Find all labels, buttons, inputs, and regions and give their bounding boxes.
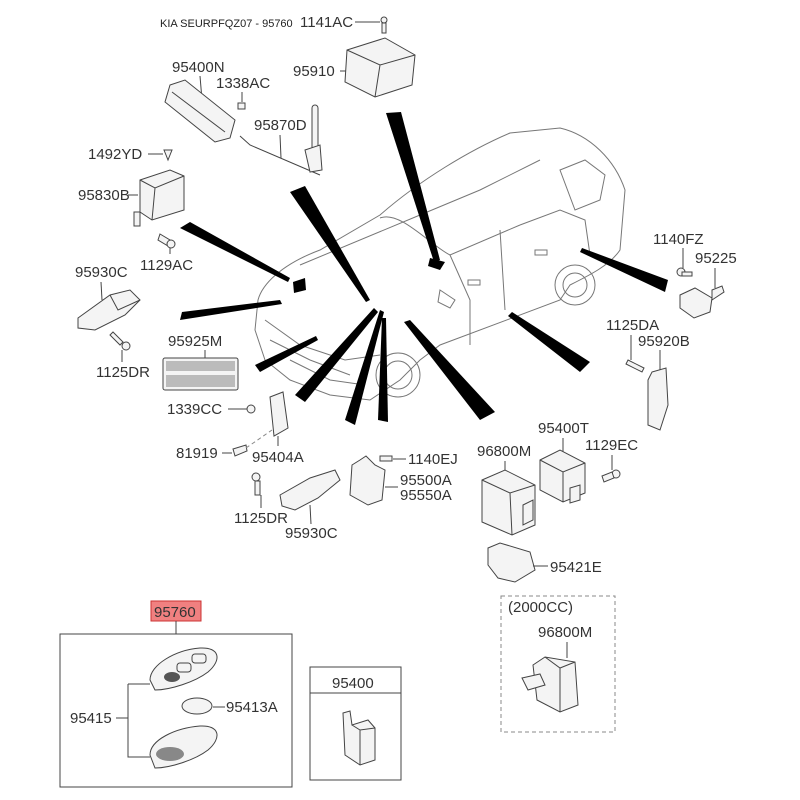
- pointer-wedge: [386, 112, 440, 262]
- svg-text:95500A: 95500A: [400, 472, 452, 489]
- svg-text:95760: 95760: [154, 604, 196, 621]
- svg-text:96800M: 96800M: [477, 443, 531, 460]
- sensor-marker: [293, 278, 306, 293]
- svg-text:95400N: 95400N: [172, 59, 225, 76]
- svg-text:1492YD: 1492YD: [88, 146, 142, 163]
- part-95830B[interactable]: 95830B: [78, 169, 185, 227]
- part-1492YD[interactable]: 1492YD: [88, 146, 173, 163]
- svg-text:(2000CC): (2000CC): [508, 599, 573, 616]
- part-95870D[interactable]: 95870D: [239, 104, 323, 176]
- part-96800M[interactable]: 96800M: [477, 443, 536, 536]
- part-1129AC[interactable]: 1129AC: [140, 233, 193, 274]
- dashed-frame: [500, 595, 616, 733]
- svg-text:81919: 81919: [176, 445, 218, 462]
- svg-text:95870D: 95870D: [254, 117, 307, 134]
- svg-text:1129AC: 1129AC: [140, 257, 193, 274]
- svg-text:96800M: 96800M: [538, 624, 592, 641]
- vehicle-outline: [254, 127, 626, 401]
- svg-text:1125DR: 1125DR: [234, 510, 288, 527]
- part-1125DR-left[interactable]: 1125DR: [96, 331, 150, 381]
- pointer-wedge: [404, 320, 495, 420]
- diagram-title: KIA SEURPFQZ07 - 95760: [160, 18, 293, 30]
- airbag-module-marker: [428, 258, 445, 270]
- svg-text:1129EC: 1129EC: [585, 437, 638, 454]
- svg-text:95930C: 95930C: [75, 264, 128, 281]
- svg-text:1140FZ: 1140FZ: [653, 231, 704, 248]
- pointer-wedge: [180, 222, 290, 282]
- location-pointers: [180, 112, 668, 425]
- svg-text:95404A: 95404A: [252, 449, 304, 466]
- variant-2000cc[interactable]: (2000CC) 96800M: [500, 595, 616, 733]
- part-95925M[interactable]: 95925M: [162, 333, 239, 391]
- svg-text:95413A: 95413A: [226, 699, 278, 716]
- svg-text:95830B: 95830B: [78, 187, 130, 204]
- part-95920B[interactable]: 95920B: [638, 333, 690, 431]
- svg-text:95400: 95400: [332, 675, 374, 692]
- coin-battery: [181, 697, 213, 715]
- part-95930C-left[interactable]: 95930C: [75, 264, 141, 331]
- svg-text:1338AC: 1338AC: [216, 75, 270, 92]
- part-95400N[interactable]: 95400N: [164, 59, 236, 143]
- pointer-wedge: [580, 248, 668, 292]
- svg-text:95910: 95910: [293, 63, 335, 80]
- part-95500A[interactable]: 95500A 95550A: [349, 455, 452, 506]
- part-1129EC[interactable]: 1129EC: [585, 437, 638, 483]
- svg-text:1339CC: 1339CC: [167, 401, 222, 418]
- part-81919[interactable]: 81919: [176, 429, 273, 462]
- part-1140FZ[interactable]: 1140FZ: [653, 231, 704, 277]
- svg-text:1140EJ: 1140EJ: [408, 451, 458, 468]
- svg-text:1125DR: 1125DR: [96, 364, 150, 381]
- svg-text:1141AC: 1141AC: [300, 14, 353, 31]
- part-95421E[interactable]: 95421E: [487, 542, 602, 583]
- part-95760-kit[interactable]: 95760: [59, 600, 293, 788]
- svg-text:95400T: 95400T: [538, 420, 589, 437]
- part-95910[interactable]: 95910: [293, 37, 416, 98]
- svg-text:95225: 95225: [695, 250, 737, 267]
- part-95413A[interactable]: 95413A: [181, 697, 278, 716]
- key-fob-back: [149, 725, 218, 769]
- svg-text:1125DA: 1125DA: [606, 317, 659, 334]
- svg-text:95421E: 95421E: [550, 559, 602, 576]
- svg-text:95550A: 95550A: [400, 487, 452, 504]
- part-95404A[interactable]: 95404A: [252, 391, 304, 466]
- part-95400[interactable]: 95400: [309, 666, 402, 781]
- pointer-wedge: [180, 300, 282, 320]
- kit-frame: [59, 633, 293, 788]
- svg-text:95930C: 95930C: [285, 525, 338, 542]
- svg-text:95920B: 95920B: [638, 333, 690, 350]
- part-1141AC[interactable]: 1141AC: [300, 14, 388, 34]
- pointer-wedge: [345, 310, 384, 425]
- part-95400T[interactable]: 95400T: [538, 420, 589, 504]
- part-1339CC[interactable]: 1339CC: [167, 401, 256, 418]
- part-95415[interactable]: 95415: [70, 647, 218, 769]
- part-95930C-mid[interactable]: 95930C: [279, 469, 341, 542]
- pointer-wedge: [295, 308, 378, 402]
- part-1338AC[interactable]: 1338AC: [216, 75, 270, 110]
- part-1125DA[interactable]: 1125DA: [606, 317, 659, 373]
- pointer-wedge: [378, 318, 388, 422]
- pointer-wedge: [508, 312, 590, 372]
- pointer-wedge: [290, 186, 370, 302]
- svg-text:95925M: 95925M: [168, 333, 222, 350]
- part-95225[interactable]: 95225: [679, 250, 737, 319]
- part-1125DR-mid[interactable]: 1125DR: [234, 472, 288, 527]
- part-1140EJ[interactable]: 1140EJ: [379, 451, 458, 468]
- pointer-wedge: [255, 336, 318, 372]
- svg-text:95415: 95415: [70, 710, 112, 727]
